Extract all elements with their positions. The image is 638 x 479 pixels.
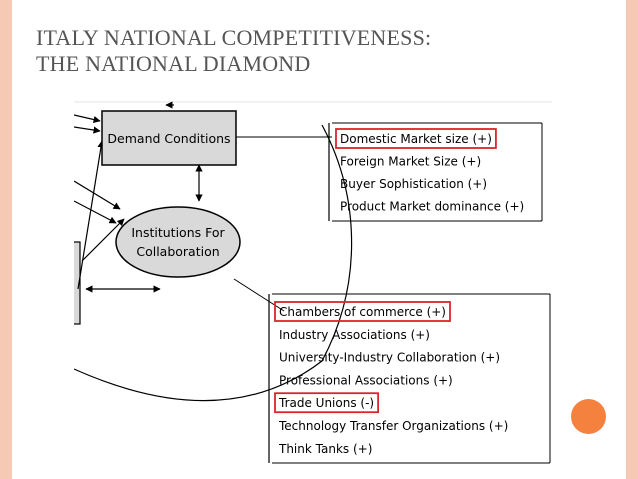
slide-border-left [0,0,12,479]
institution-factors-box: Chambers of commerce (+) Industry Associa… [268,293,551,464]
institutions-label-line-2: Collaboration [136,244,219,259]
highlight-box [335,128,497,149]
institution_factors-item: Professional Associations (+) [279,373,453,387]
institution_factors-item: University-Industry Collaboration (+) [279,351,500,365]
slide-title-line-2: THE NATIONAL DIAMOND [36,51,311,76]
slide-title-line-1: ITALY NATIONAL COMPETITIVENESS: [36,25,432,50]
demand_factors-item: Domestic Market size (+) [340,132,492,146]
institution_factors-item: Think Tanks (+) [278,442,372,456]
demand_factors-item: Foreign Market Size (+) [340,155,481,169]
institutions-ellipse [115,206,241,278]
arrow-to-demand-1 [74,114,101,124]
demand-factors-box: Domestic Market size (+) Foreign Market S… [328,122,543,222]
institution_factors-item: Chambers of commerce (+) [279,305,446,319]
institution_factors-item: Industry Associations (+) [279,328,430,342]
institutions-label-line-1: Institutions For [131,225,225,240]
highlight-box [274,301,451,322]
diamond-circle-arc [74,124,353,402]
arrow-to-institutions-3 [81,218,125,262]
decorative-orange-dot [571,399,606,434]
connector-institutions [233,278,285,312]
slide-title: ITALY NATIONAL COMPETITIVENESS: THE NATI… [36,25,431,77]
slide-border-right [626,0,638,479]
institution_factors-item: Trade Unions (-) [278,396,374,410]
demand_factors-item: Product Market dominance (+) [340,200,524,214]
national-diamond-diagram: Demand Conditions Institutions For Colla… [74,101,552,464]
arrow-up-left [77,140,105,290]
arrow-to-institutions-1 [74,180,121,210]
arrow-to-demand-2 [74,126,101,134]
demand-conditions-label: Demand Conditions [107,131,230,146]
arrow-to-institutions-2 [74,200,117,224]
demand-conditions-box [101,110,237,166]
demand_factors-item: Buyer Sophistication (+) [340,177,487,191]
left-partial-box [74,241,81,325]
highlight-box [274,392,380,414]
institution_factors-item: Technology Transfer Organizations (+) [278,419,508,433]
